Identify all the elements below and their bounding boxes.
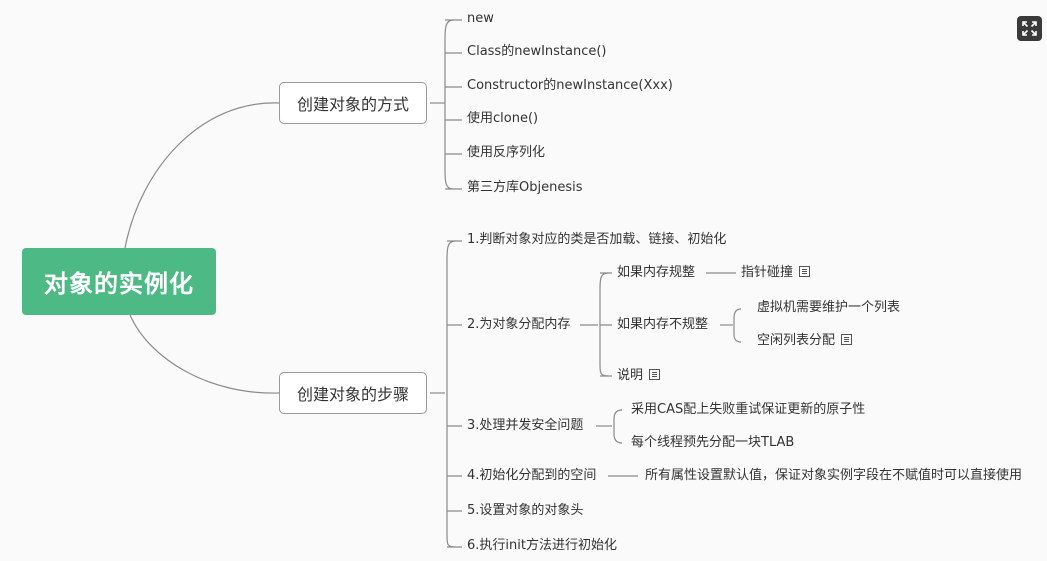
way-item-deserialize[interactable]: 使用反序列化 <box>467 145 546 160</box>
step-5[interactable]: 5.设置对象的对象头 <box>467 503 584 518</box>
way-item-class-newinstance[interactable]: Class的newInstance() <box>467 44 607 59</box>
step-3-child-2[interactable]: 每个线程预先分配一块TLAB <box>631 435 795 450</box>
step-2-regular-child[interactable]: 指针碰撞 <box>741 265 811 281</box>
note-icon[interactable] <box>799 266 811 277</box>
step-2-irregular-child-1[interactable]: 虚拟机需要维护一个列表 <box>757 300 901 315</box>
step-2-regular[interactable]: 如果内存规整 <box>617 265 696 280</box>
step-4-child[interactable]: 所有属性设置默认值，保证对象实例字段在不赋值时可以直接使用 <box>645 468 1023 483</box>
note-icon[interactable] <box>841 334 853 345</box>
way-item-objenesis[interactable]: 第三方库Objenesis <box>467 180 583 195</box>
explain-label: 说明 <box>617 368 644 383</box>
way-item-new[interactable]: new <box>467 11 494 26</box>
step-1[interactable]: 1.判断对象对应的类是否加载、链接、初始化 <box>467 232 727 247</box>
way-item-constructor-newinstance[interactable]: Constructor的newInstance(Xxx) <box>467 78 673 93</box>
step-3[interactable]: 3.处理并发安全问题 <box>467 418 584 433</box>
branch-creation-steps[interactable]: 创建对象的步骤 <box>279 372 427 414</box>
pointer-bump-label: 指针碰撞 <box>741 265 794 280</box>
root-node[interactable]: 对象的实例化 <box>22 248 216 315</box>
step-2[interactable]: 2.为对象分配内存 <box>467 317 571 332</box>
way-item-clone[interactable]: 使用clone() <box>467 111 539 126</box>
fullscreen-glyph <box>1022 21 1037 36</box>
fullscreen-icon[interactable] <box>1017 16 1042 41</box>
step-2-irregular[interactable]: 如果内存不规整 <box>617 317 709 332</box>
step-2-irregular-child-2[interactable]: 空闲列表分配 <box>757 333 853 349</box>
step-2-explain[interactable]: 说明 <box>617 368 661 384</box>
step-3-child-1[interactable]: 采用CAS配上失败重试保证更新的原子性 <box>631 402 866 417</box>
free-list-label: 空闲列表分配 <box>757 333 836 348</box>
branch-creation-ways[interactable]: 创建对象的方式 <box>279 82 427 124</box>
step-4[interactable]: 4.初始化分配到的空间 <box>467 468 597 483</box>
step-6[interactable]: 6.执行init方法进行初始化 <box>467 538 617 553</box>
note-icon[interactable] <box>649 369 661 380</box>
